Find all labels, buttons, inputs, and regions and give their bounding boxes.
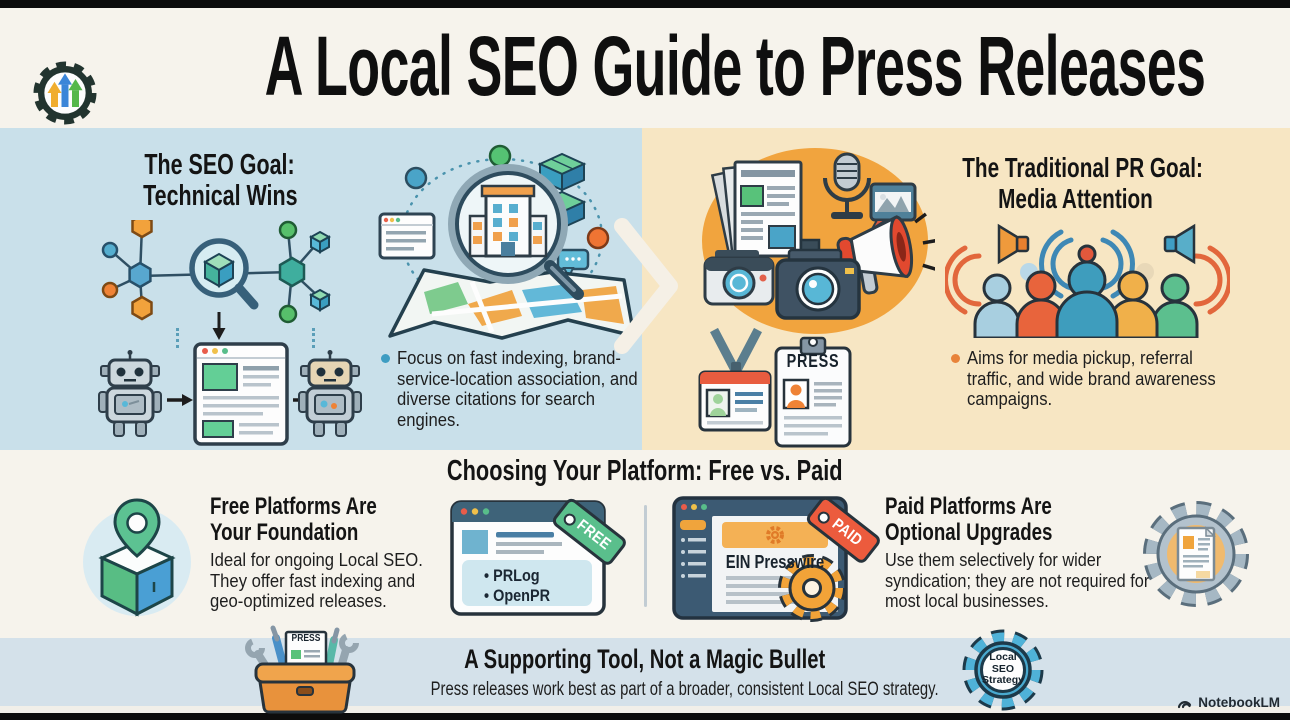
node-orange — [586, 226, 610, 250]
gear-document-icon — [1143, 501, 1249, 607]
press-toolbox-icon — [245, 625, 359, 714]
paid-platforms-title: Paid Platforms Are Optional Upgrades — [885, 493, 1053, 546]
node-blue — [404, 166, 428, 190]
pr-panel-heading: The Traditional PR Goal: Media Attention — [962, 152, 1203, 214]
watermark-label: NotebookLM — [1198, 695, 1280, 710]
robot-icon — [298, 350, 362, 437]
bullet-dot-orange — [951, 354, 960, 363]
footer-heading: A Supporting Tool, Not a Magic Bullet — [464, 644, 826, 674]
knowledge-graph-illustration — [101, 220, 332, 340]
press-clipboard-label: PRESS — [786, 351, 840, 371]
magnifier-building-icon — [448, 164, 584, 300]
paid-platform-browser-icon — [672, 496, 848, 622]
list-item: • OpenPR — [484, 586, 551, 605]
local-map-search-illustration — [378, 144, 636, 340]
dotted-connector — [176, 328, 179, 348]
growth-arrows-icon — [47, 73, 83, 107]
crawler-robots-illustration — [98, 342, 362, 446]
speaker-icon-orange — [997, 223, 1030, 265]
footer-body: Press releases work best as part of a br… — [431, 679, 939, 700]
mini-cube-icon — [308, 230, 332, 312]
local-seo-strategy-gear-icon — [962, 629, 1044, 711]
megaphone-icon — [836, 212, 935, 295]
platform-section-heading: Choosing Your Platform: Free vs. Paid — [447, 455, 843, 487]
signal-waves-orange — [945, 245, 1230, 315]
camera-icon — [775, 238, 861, 320]
dotted-connector — [312, 328, 315, 348]
webpage-icon — [193, 342, 289, 446]
seo-panel-heading: The SEO Goal: Technical Wins — [142, 149, 298, 212]
page-title-text: A Local SEO Guide to Press Releases — [264, 19, 1206, 113]
seo-bullet-text: Focus on fast indexing, brand-service-lo… — [397, 347, 638, 430]
speech-bubble-icon — [556, 248, 590, 280]
watermark: NotebookLM — [1177, 695, 1280, 710]
paid-platforms-body: Use them selectively for wider syndicati… — [885, 549, 1150, 611]
press-clipboard-icon — [774, 336, 852, 448]
notebooklm-logo-icon — [1178, 701, 1192, 709]
right-arrow-icon — [167, 394, 193, 406]
press-id-badge-icon — [698, 328, 772, 432]
bullet-dot-blue — [381, 354, 390, 363]
photo-icon — [869, 182, 917, 230]
free-platforms-title: Free Platforms Are Your Foundation — [210, 493, 377, 546]
column-divider — [644, 505, 647, 607]
gear-label: Local SEO Strategy — [981, 651, 1024, 686]
paid-platform-site-name: EIN Presswire — [725, 552, 825, 572]
speaker-icon-blue — [1163, 223, 1196, 265]
robot-icon — [98, 350, 162, 437]
top-letterbox-bar — [0, 0, 1290, 8]
newspaper-icon — [710, 160, 803, 265]
free-platforms-body: Ideal for ongoing Local SEO. They offer … — [210, 549, 423, 611]
bottom-strip — [0, 706, 1290, 713]
gear-icon — [778, 554, 846, 622]
magnifier-cube-icon — [189, 238, 259, 310]
down-arrow-icon — [212, 312, 226, 340]
audience-broadcast-illustration — [945, 223, 1230, 338]
pr-bullet-text: Aims for media pickup, referral traffic,… — [967, 347, 1216, 409]
media-circle-illustration — [702, 148, 935, 334]
node-green — [488, 144, 512, 168]
geo-package-icon — [83, 498, 191, 617]
footer-band — [0, 638, 1290, 706]
camera-icon — [703, 250, 775, 306]
page-title: A Local SEO Guide to Press Releases — [0, 24, 1290, 108]
free-platform-list: • PRLog • OpenPR — [484, 566, 562, 606]
press-badges-illustration — [698, 328, 852, 448]
toolbox-press-label: PRESS — [291, 633, 321, 644]
list-item: • PRLog — [484, 566, 540, 585]
bottom-letterbox-bar — [0, 713, 1290, 720]
microphone-icon — [823, 152, 871, 219]
mini-browser-icon — [378, 212, 436, 260]
audience-people — [973, 260, 1199, 338]
high-level-gear-logo-icon — [33, 61, 97, 125]
chevron-right-icon — [614, 218, 678, 354]
